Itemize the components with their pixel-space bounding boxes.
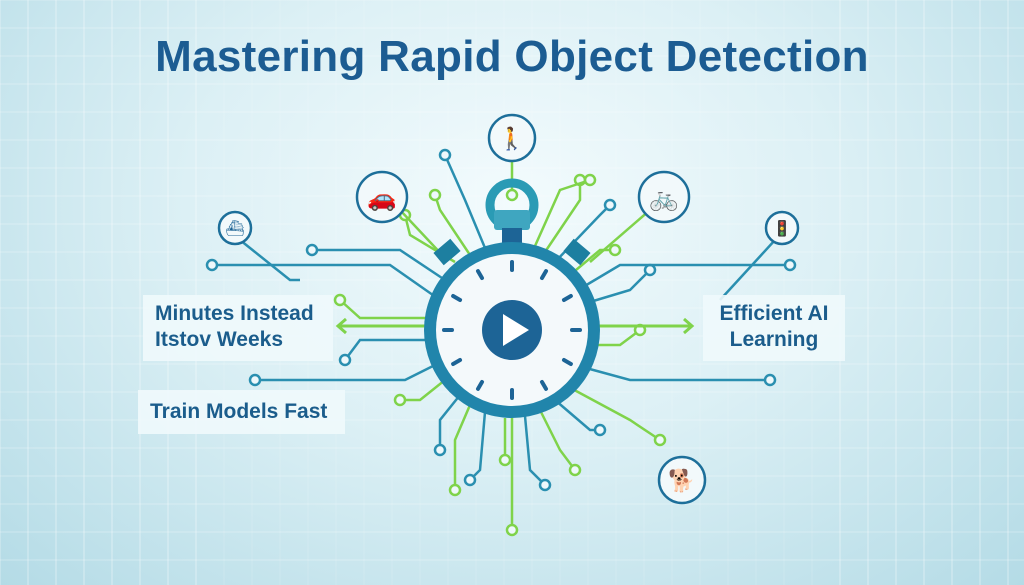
circuit-trace	[438, 394, 461, 450]
circuit-node	[538, 478, 552, 492]
circuit-trace	[564, 383, 661, 442]
circuit-trace	[339, 299, 438, 320]
circuit-trace	[577, 263, 790, 292]
arrow-left-icon	[335, 317, 438, 335]
circuit-node	[333, 293, 347, 307]
circuit-node	[438, 148, 452, 162]
circuit-node	[248, 373, 262, 387]
circuit-trace	[538, 409, 576, 471]
circuit-node	[783, 258, 797, 272]
label-efficient-ai-learning: Efficient AI Learning	[703, 295, 845, 361]
page-title: Mastering Rapid Object Detection	[155, 32, 869, 81]
circuit-trace	[589, 209, 651, 263]
circuit-node	[568, 463, 582, 477]
circuit-trace	[443, 154, 487, 249]
circuit-node	[603, 198, 617, 212]
circuit-node	[433, 443, 447, 457]
bicycle-icon: 🚲	[637, 170, 691, 224]
label-line: Learning	[729, 328, 819, 351]
circuit-node	[583, 173, 597, 187]
circuit-trace	[719, 239, 776, 301]
svg-text:⛴: ⛴	[225, 220, 244, 238]
circuit-node	[338, 353, 352, 367]
stopwatch-icon	[424, 178, 600, 418]
circuit-node	[763, 373, 777, 387]
svg-text:🚦: 🚦	[773, 220, 792, 238]
car-icon: 🚗	[355, 170, 409, 224]
circuit-node	[448, 483, 462, 497]
circuit-node	[498, 453, 512, 467]
circuit-node	[653, 433, 667, 447]
label-train-models-fast: Train Models Fast	[138, 390, 345, 434]
circuit-trace	[344, 338, 440, 361]
circuit-node	[608, 243, 622, 257]
pedestrian-icon: 🚶	[487, 113, 537, 163]
circuit-trace	[554, 399, 600, 432]
circuit-node	[463, 473, 477, 487]
circuit-trace	[469, 411, 487, 481]
circuit-trace	[579, 269, 651, 307]
circuit-trace	[574, 363, 770, 382]
circuit-trace	[543, 180, 582, 253]
circuit-trace	[533, 178, 591, 247]
label-minutes-instead-of-weeks: Minutes Instead Itstov Weeks	[143, 295, 333, 361]
circuit-node	[593, 423, 607, 437]
circuit-trace	[453, 404, 472, 490]
circuit-trace	[255, 358, 446, 382]
circuit-trace	[239, 239, 300, 282]
svg-text:🐕: 🐕	[668, 468, 695, 494]
svg-text:🚲: 🚲	[649, 184, 679, 212]
circuit-trace	[400, 375, 451, 402]
arrow-right-icon	[586, 317, 695, 335]
circuit-node	[393, 393, 407, 407]
circuit-node	[505, 523, 519, 537]
svg-text:🚗: 🚗	[367, 184, 397, 212]
ship-icon: ⛴	[217, 210, 253, 246]
circuit-trace	[523, 415, 546, 486]
circuit-lines	[205, 148, 797, 537]
circuit-node	[428, 188, 442, 202]
traffic-light-icon: 🚦	[764, 210, 800, 246]
svg-text:🚶: 🚶	[498, 126, 525, 152]
circuit-node	[205, 258, 219, 272]
circuit-node	[505, 188, 519, 202]
label-line: Efficient AI	[719, 302, 829, 325]
circuit-node	[643, 263, 657, 277]
circuit-trace	[312, 248, 446, 282]
circuit-node	[305, 243, 319, 257]
label-line: Itstov Weeks	[155, 328, 283, 351]
label-line: Minutes Instead	[155, 302, 314, 325]
dog-icon: 🐕	[657, 455, 707, 505]
